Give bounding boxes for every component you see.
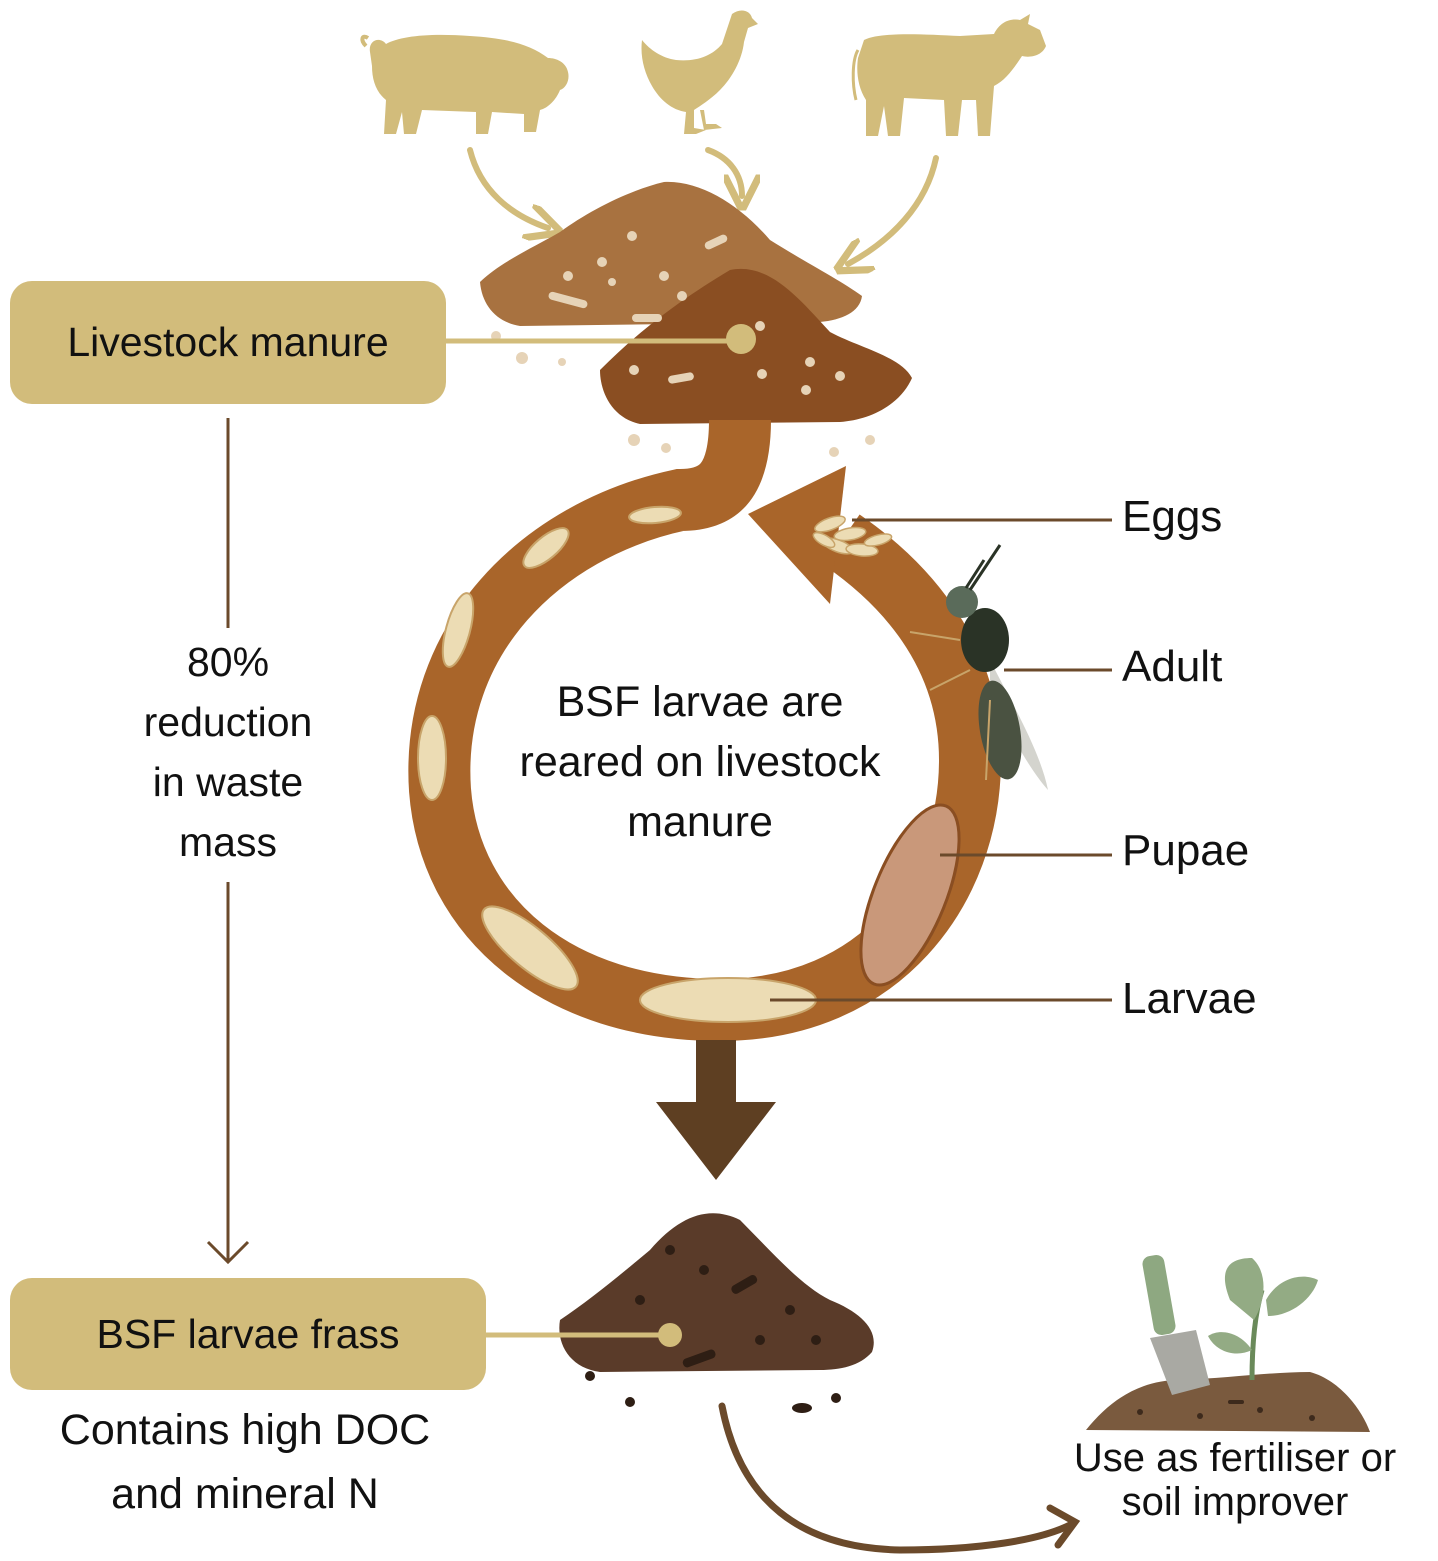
livestock-manure-label: Livestock manure — [67, 319, 388, 366]
bsf-frass-box: BSF larvae frass — [10, 1278, 486, 1390]
stage-label-pupae: Pupae — [1122, 826, 1249, 876]
reduction-text: 80% reduction in waste mass — [108, 632, 348, 872]
frass-description: Contains high DOC and mineral N — [20, 1398, 470, 1526]
cycle-center-text: BSF larvae are reared on livestock manur… — [480, 672, 920, 852]
use-line-1: Use as fertiliser or — [1040, 1436, 1430, 1480]
reduction-line-2: reduction — [108, 692, 348, 752]
stage-label-larvae: Larvae — [1122, 974, 1257, 1024]
reduction-line-4: mass — [108, 812, 348, 872]
trowel-icon — [1141, 1254, 1210, 1395]
to-fertiliser-arrow — [722, 1406, 1075, 1550]
soil-mound-icon — [1086, 1372, 1370, 1432]
livestock-manure-box: Livestock manure — [10, 281, 446, 404]
pig-icon — [362, 35, 568, 134]
cycle-line-1: BSF larvae are — [480, 672, 920, 732]
frass-desc-line-2: and mineral N — [20, 1462, 470, 1526]
cycle-line-2: reared on livestock — [480, 732, 920, 792]
cycle-line-3: manure — [480, 792, 920, 852]
reduction-line-3: in waste — [108, 752, 348, 812]
manure-pile-icon — [480, 182, 912, 457]
chicken-icon — [641, 11, 758, 134]
bsf-frass-label: BSF larvae frass — [96, 1311, 399, 1358]
stage-label-adult: Adult — [1122, 642, 1222, 692]
cow-icon — [853, 14, 1046, 136]
use-line-2: soil improver — [1040, 1480, 1430, 1524]
frass-desc-line-1: Contains high DOC — [20, 1398, 470, 1462]
seedling-icon — [1208, 1258, 1318, 1380]
stage-label-eggs: Eggs — [1122, 492, 1222, 542]
reduction-line-1: 80% — [108, 632, 348, 692]
lifecycle-arrowhead — [748, 466, 846, 604]
frass-pile-icon — [559, 1213, 873, 1413]
down-arrow-icon — [656, 1040, 776, 1180]
fertiliser-use-text: Use as fertiliser or soil improver — [1040, 1436, 1430, 1524]
